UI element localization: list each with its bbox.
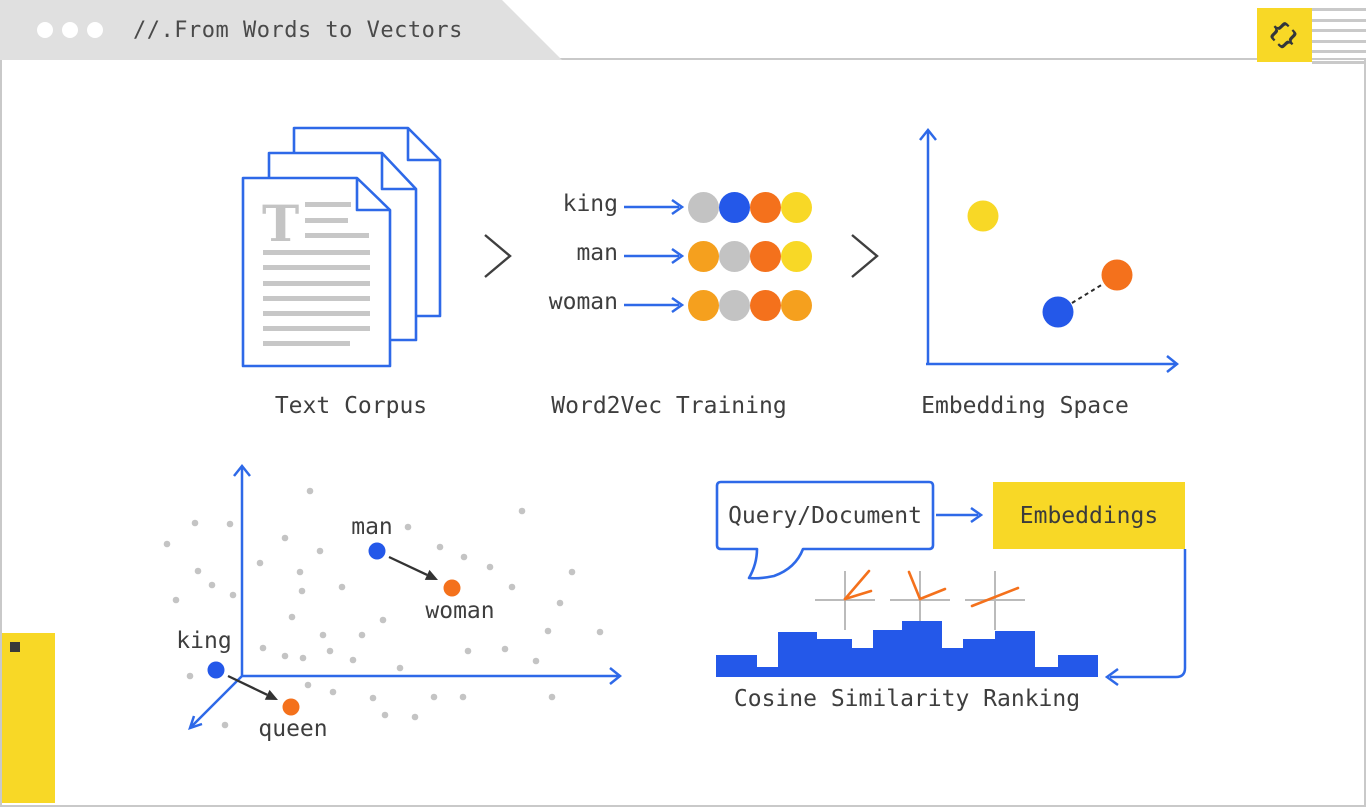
king-point-label: king [176,628,232,654]
main-panel [0,58,1366,807]
embeddings-box-label: Embeddings [1019,502,1159,529]
step-label-word2vec-training: Word2Vec Training [551,393,787,419]
gray-vector-circle [719,289,750,321]
woman-point-label: woman [425,598,495,624]
orange-vector-circle [750,191,781,223]
query-document-label: Query/Document [728,503,922,529]
vector-circles [688,289,812,321]
step-label-text-corpus: Text Corpus [274,393,428,419]
document-text-decoration: T [262,194,370,346]
woman-point [443,579,461,597]
blue-point [1042,296,1074,328]
orange-vector-circle [750,240,781,272]
word-label: king [562,191,618,217]
yellow-point [967,200,999,232]
embedding-space-axes [919,127,1180,373]
gray-vector-circle [719,240,750,272]
step-label-embedding-space: Embedding Space [921,393,1129,419]
traffic-light-dot[interactable] [62,22,78,38]
side-tab[interactable] [2,633,55,803]
amber-vector-circle [781,289,812,321]
orange-vector-circle [750,289,781,321]
cosine-similarity-ranking-label: Cosine Similarity Ranking [733,686,1081,712]
chevron-right-icon [484,234,512,278]
code-braces-icon: {} [1263,14,1306,56]
data-driven-shapes [163,198,1133,729]
ranking-skyline [716,621,1098,677]
traffic-light-dot[interactable] [37,22,53,38]
embeddings-to-ranking-arrow [1104,549,1187,687]
svg-text:T: T [262,194,299,253]
word-label: woman [548,289,618,315]
vector-space-axes [188,463,623,730]
amber-vector-circle [688,289,719,321]
bubble-to-embeddings-arrow [936,506,984,524]
notebook-lines-decoration [1312,8,1366,64]
king-point [207,661,225,679]
code-button[interactable]: {} [1257,8,1312,62]
queen-point-label: queen [258,716,328,742]
word-label: man [576,240,618,266]
vector-circles [688,240,812,272]
similarity-vector-angles [843,569,1020,608]
traffic-lights [37,22,112,38]
window-title: //.From Words to Vectors [133,17,463,43]
blue-vector-circle [719,191,750,223]
vector-circles [688,191,812,223]
embeddings-box: Embeddings [993,482,1185,549]
yellow-vector-circle [781,191,812,223]
traffic-light-dot[interactable] [87,22,103,38]
man-point-label: man [351,514,393,540]
yellow-vector-circle [781,240,812,272]
side-tab-square-icon [10,642,20,652]
queen-point [282,698,300,716]
title-bar-tab: //.From Words to Vectors [0,0,562,60]
speech-bubble [715,480,935,580]
similarity-axes-crosses [815,571,1025,630]
amber-vector-circle [688,240,719,272]
orange-point [1101,259,1133,291]
man-point [368,542,386,560]
chevron-right-icon [851,234,879,278]
gray-vector-circle [688,191,719,223]
